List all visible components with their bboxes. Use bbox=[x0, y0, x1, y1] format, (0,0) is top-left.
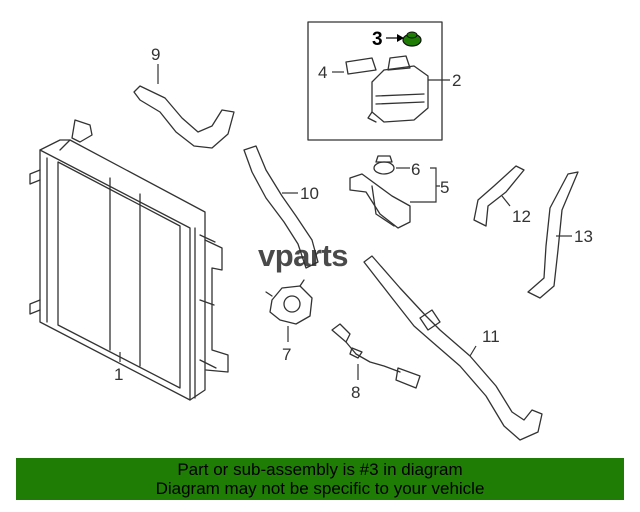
hose-9[interactable] bbox=[133, 85, 235, 149]
leader-11 bbox=[469, 345, 477, 357]
leader-5 bbox=[410, 167, 440, 203]
reservoir-group-box bbox=[307, 21, 443, 141]
callout-4: 4 bbox=[318, 63, 327, 82]
wire-harness-8[interactable] bbox=[331, 323, 421, 389]
leader-12 bbox=[501, 195, 511, 207]
arrowhead-3 bbox=[397, 34, 404, 42]
bracket-5[interactable] bbox=[349, 173, 411, 229]
callout-12: 12 bbox=[512, 207, 531, 226]
callout-5: 5 bbox=[440, 178, 449, 197]
radiator[interactable] bbox=[29, 119, 229, 401]
hose-12[interactable] bbox=[473, 165, 525, 227]
logo-text: vparts bbox=[258, 238, 349, 273]
banner-line-2: Diagram may not be specific to your vehi… bbox=[155, 479, 485, 498]
callout-6: 6 bbox=[411, 160, 420, 179]
callout-13: 13 bbox=[574, 227, 593, 246]
hose-13[interactable] bbox=[527, 171, 579, 299]
reservoir-cap-3[interactable] bbox=[402, 31, 422, 47]
callout-11: 11 bbox=[482, 327, 500, 346]
callout-10: 10 bbox=[300, 184, 319, 203]
callout-3: 3 bbox=[372, 29, 383, 50]
callout-2: 2 bbox=[452, 71, 461, 90]
mount-6[interactable] bbox=[373, 155, 395, 175]
info-banner: Part or sub-assembly is #3 in diagram Di… bbox=[16, 458, 624, 500]
hose-11[interactable] bbox=[363, 255, 543, 441]
callout-7: 7 bbox=[282, 345, 291, 364]
callout-1: 1 bbox=[114, 365, 123, 384]
parts-diagram: 1 9 2 3 4 10 6 5 bbox=[29, 21, 593, 441]
hose-10[interactable] bbox=[243, 145, 319, 269]
callout-9: 9 bbox=[151, 45, 160, 64]
coolant-reservoir[interactable] bbox=[367, 55, 429, 123]
callout-8: 8 bbox=[351, 383, 360, 402]
banner-line-1: Part or sub-assembly is #3 in diagram bbox=[177, 460, 463, 479]
watermark-logo: vparts bbox=[258, 238, 349, 274]
water-pump-7[interactable] bbox=[265, 279, 313, 325]
label-plate-4[interactable] bbox=[345, 57, 377, 75]
